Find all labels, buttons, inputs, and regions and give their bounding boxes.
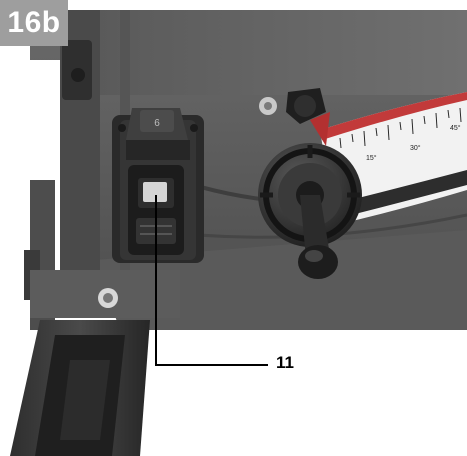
scale-label-15: 15° bbox=[366, 154, 377, 162]
carry-handle bbox=[10, 320, 150, 456]
switch-housing: 6 bbox=[112, 108, 204, 263]
scale-label-45: 45° bbox=[450, 124, 461, 132]
lock-knob bbox=[259, 88, 326, 124]
callout-11: 11 bbox=[276, 353, 294, 372]
switch-mark: 6 bbox=[154, 118, 160, 129]
handwheel bbox=[258, 143, 362, 279]
scale-label-30: 30° bbox=[410, 144, 421, 152]
switch-button bbox=[143, 182, 167, 202]
callout-leader-11 bbox=[155, 195, 268, 366]
figure-label: 16b bbox=[0, 0, 68, 46]
